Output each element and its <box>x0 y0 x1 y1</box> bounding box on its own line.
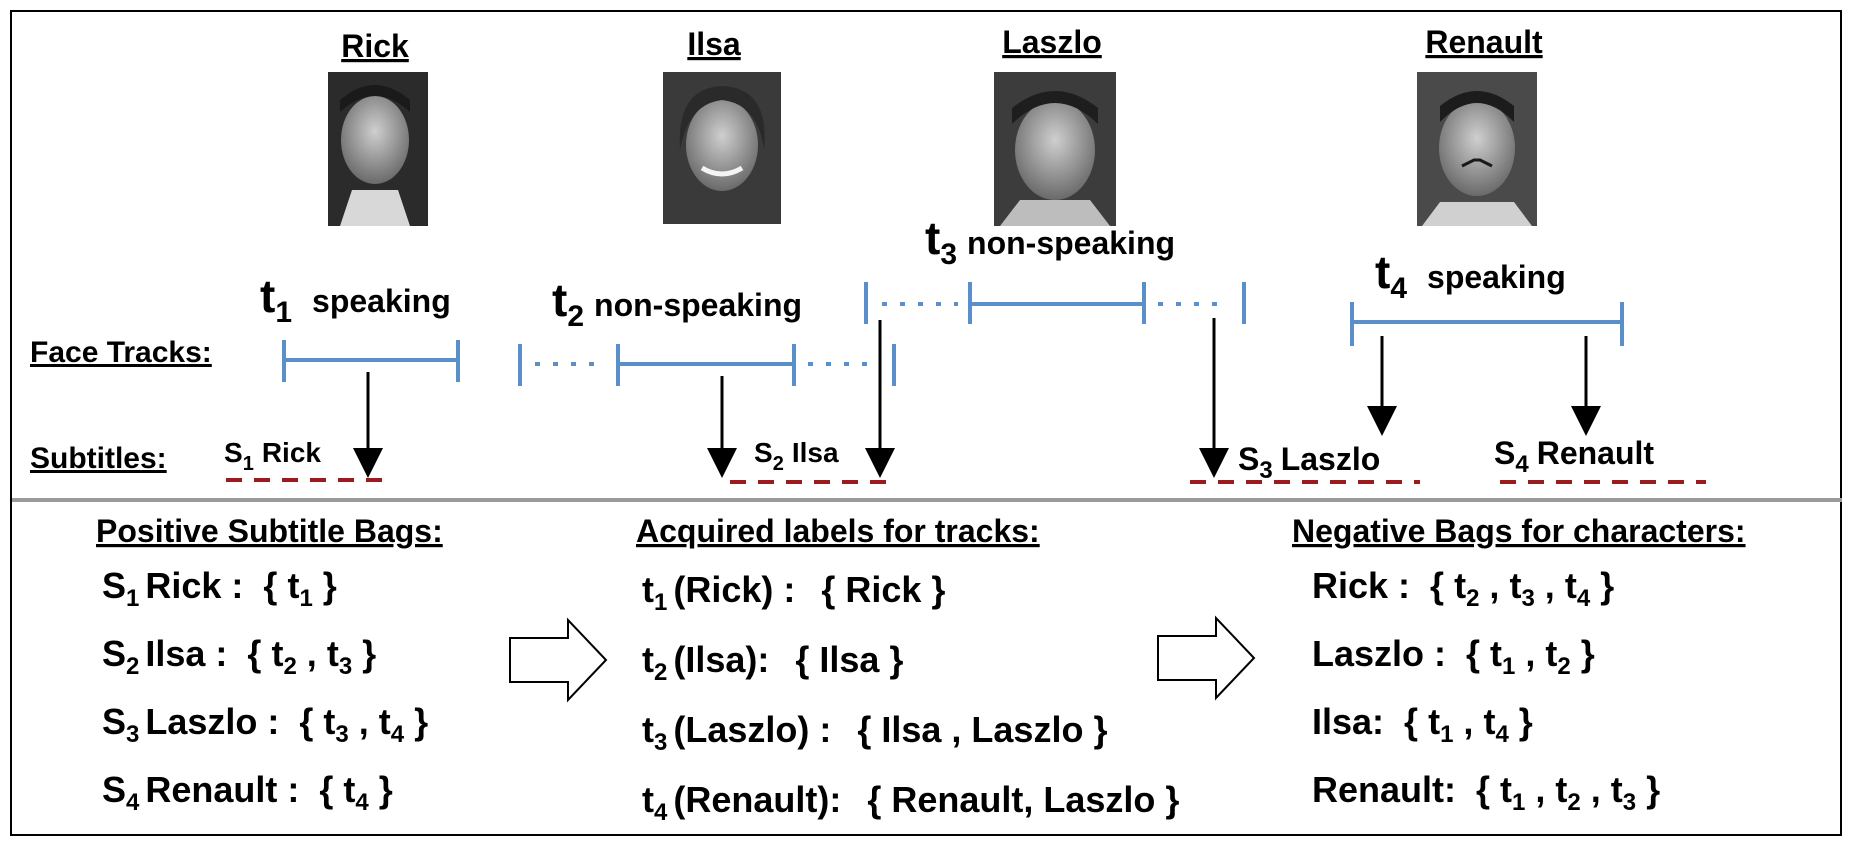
negative-bag-row: Rick :{ t2 , t3 , t4 } <box>1312 565 1614 612</box>
character-name: Laszlo <box>1002 24 1102 60</box>
negative-bag-row: Laszlo :{ t1 , t2 } <box>1312 633 1595 680</box>
subtitles-label: Subtitles: <box>30 442 167 475</box>
track-t3-line <box>864 282 1246 324</box>
track-t1-line <box>282 340 460 382</box>
acquired-label-row: t1(Rick) :{ Rick } <box>642 569 945 616</box>
character-name: Ilsa <box>687 26 741 62</box>
character-renault: Renault <box>1417 24 1543 226</box>
flow-arrow-1 <box>509 617 608 703</box>
diagram-frame <box>10 10 1842 836</box>
acquired-label-row: t4(Renault):{ Renault, Laszlo } <box>642 779 1179 826</box>
character-rick: Rick <box>328 28 428 226</box>
character-name: Rick <box>341 28 409 64</box>
negative-bags-list: Rick :{ t2 , t3 , t4 } Laszlo :{ t1 , t2 … <box>1312 565 1660 816</box>
acquired-labels-list: t1(Rick) :{ Rick } t2(Ilsa):{ Ilsa } t3(La… <box>642 569 1179 826</box>
flow-arrow-2 <box>1157 615 1256 701</box>
character-ilsa: Ilsa <box>663 26 781 224</box>
renault-portrait <box>1417 72 1537 226</box>
track-t2-line <box>518 344 896 386</box>
negative-bag-row: Renault:{ t1 , t2 , t3 } <box>1312 769 1660 816</box>
character-name: Renault <box>1425 24 1543 60</box>
acquired-label-row: t3(Laszlo) :{ Ilsa , Laszlo } <box>642 709 1107 756</box>
negative-bag-row: Ilsa:{ t1 , t4 } <box>1312 701 1533 748</box>
character-laszlo: Laszlo <box>994 24 1116 226</box>
rick-portrait <box>328 72 428 226</box>
acquired-labels-title: Acquired labels for tracks: <box>636 513 1040 549</box>
ilsa-portrait <box>663 72 781 224</box>
negative-bags-title: Negative Bags for characters: <box>1292 513 1746 549</box>
track-t4-line <box>1350 302 1624 346</box>
acquired-label-row: t2(Ilsa):{ Ilsa } <box>642 639 903 686</box>
laszlo-portrait <box>994 72 1116 226</box>
positive-bags-title: Positive Subtitle Bags: <box>96 513 443 549</box>
assignment-arrows <box>353 318 1601 478</box>
face-tracks-label: Face Tracks: <box>30 336 212 369</box>
